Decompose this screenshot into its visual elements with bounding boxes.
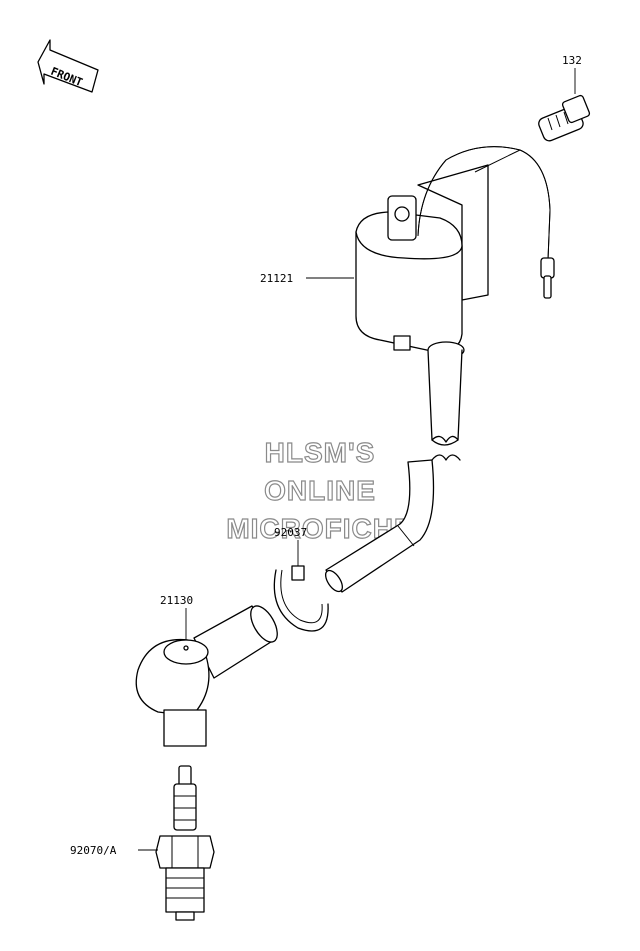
label-21130: 21130 <box>160 594 193 607</box>
coil-bracket <box>417 149 521 301</box>
clamp-part[interactable]: 92037 <box>273 526 329 632</box>
watermark-line-1: HLSM'S <box>265 437 376 468</box>
watermark-line-3: MICROFICHE <box>226 513 413 544</box>
label-92070-a: 92070/A <box>70 844 117 857</box>
ignition-coil-part[interactable]: 21121 <box>260 146 555 595</box>
front-arrow-icon: FRONT <box>37 39 99 93</box>
label-132: 132 <box>562 54 582 67</box>
spark-plug-part[interactable]: 92070/A <box>70 765 215 921</box>
label-92037: 92037 <box>274 526 307 539</box>
label-21121: 21121 <box>260 272 293 285</box>
bolt-part[interactable]: 132 <box>537 54 591 143</box>
watermark: HLSM'S ONLINE MICROFICHE <box>226 436 414 544</box>
plug-cap-part[interactable]: 21130 <box>135 594 282 747</box>
watermark-line-2: ONLINE <box>264 475 376 506</box>
